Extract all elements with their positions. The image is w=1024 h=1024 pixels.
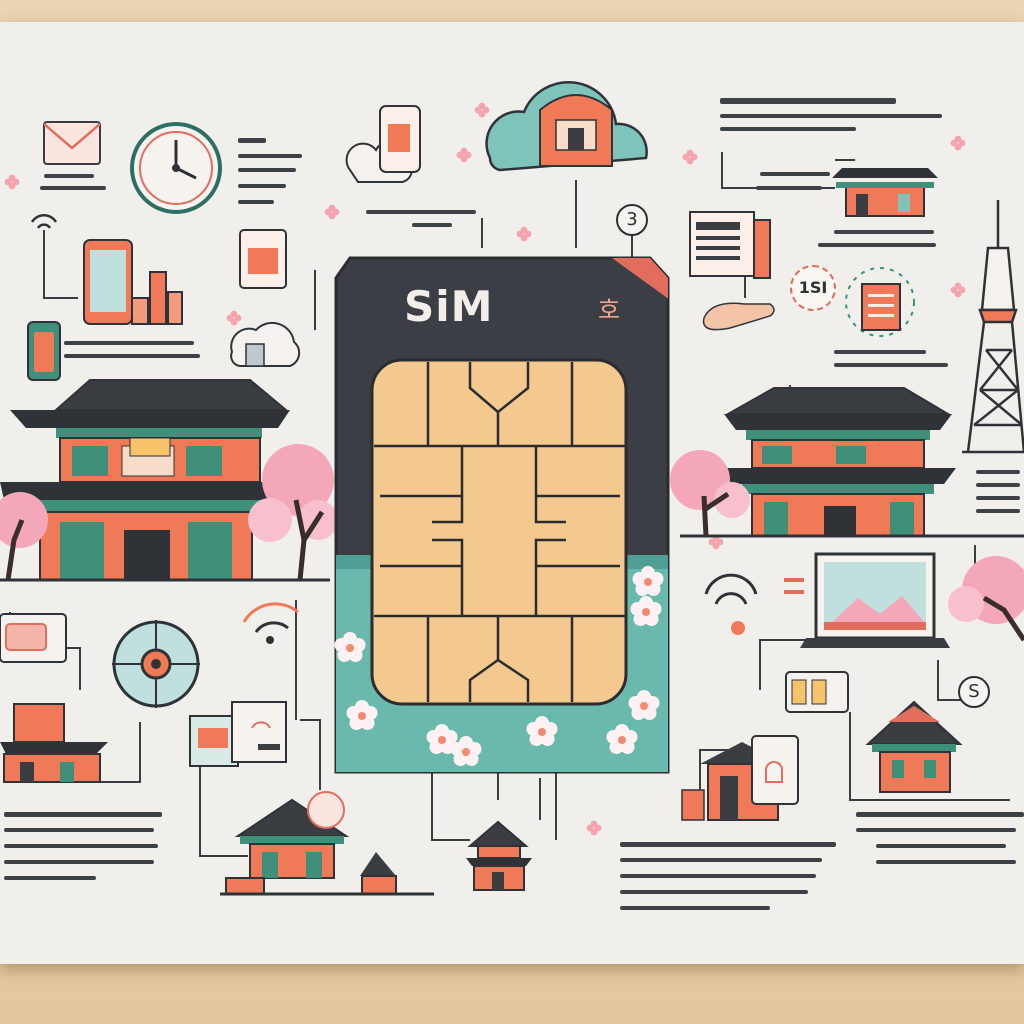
- smartphone-icon: [83, 239, 133, 325]
- laptop-icon: [800, 552, 950, 648]
- wifi-icon: [30, 213, 58, 229]
- bar-chart-icon: [131, 271, 183, 325]
- step-badge-right: S: [958, 676, 990, 708]
- small-palace-icon: [832, 168, 938, 217]
- chat-card-icon: [785, 671, 849, 713]
- photo-card-icon: [239, 229, 287, 289]
- target-icon: [112, 620, 200, 708]
- connector-lines: [9, 152, 1010, 857]
- devices-icon: [189, 701, 287, 767]
- sim-brand-label: SiM: [404, 282, 494, 331]
- target-book-icon: [845, 267, 915, 337]
- sim-chip: [370, 358, 628, 706]
- pagoda-icon-bottom: [220, 791, 434, 896]
- clock-icon: [130, 122, 222, 214]
- tower-icon: [962, 200, 1024, 454]
- chat-bubble-icon: [0, 613, 67, 663]
- pagoda-icon-right: [865, 700, 963, 793]
- receipt-icon: [27, 321, 61, 381]
- envelope-icon: [43, 121, 101, 165]
- pagoda-icon-center: [466, 820, 532, 891]
- cherry-blossom-tree-left: [0, 444, 338, 581]
- seal-badge: 1SI: [790, 265, 836, 311]
- hand-icon: [702, 302, 775, 331]
- kiosk-icon: [681, 735, 799, 821]
- wifi-icon-right: [704, 573, 804, 635]
- palace-right: [680, 387, 1024, 538]
- wifi-signal-icon: [242, 602, 299, 644]
- cloud-icon: [230, 321, 301, 367]
- palace-left: [0, 379, 330, 582]
- text-blocks: [4, 98, 1024, 910]
- step-badge-top: 3: [616, 204, 648, 236]
- cherry-blossom-tree-right: [670, 450, 1024, 642]
- pagoda-icon-left: [0, 703, 108, 783]
- cloud-palace-icon: [485, 80, 648, 172]
- cloud-phone-icon: [345, 105, 421, 183]
- sim-korean-mark: 호: [598, 296, 621, 324]
- newspaper-icon: [689, 211, 771, 279]
